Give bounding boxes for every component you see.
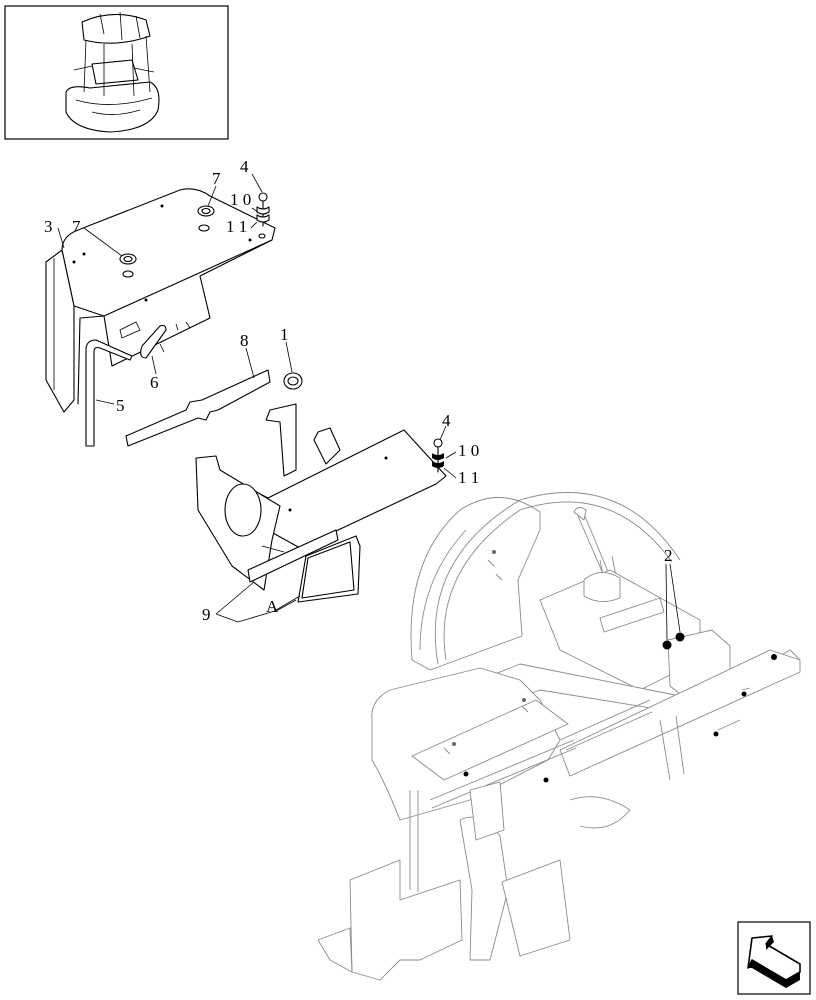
gasket-a (297, 535, 361, 603)
leader-lines (57, 173, 681, 641)
callout-a: A (266, 597, 279, 616)
callout-7-upper: 7 (212, 169, 221, 188)
grommet-7-lower (119, 253, 137, 265)
machine-overview-thumbnail (4, 5, 229, 140)
rod-5 (85, 339, 133, 447)
ring-1 (283, 372, 303, 390)
callout-labels: 4 7 1 0 1 1 3 7 8 1 6 5 4 1 0 1 1 2 9 A (44, 157, 673, 624)
callout-3: 3 (44, 217, 53, 236)
lever-6 (140, 324, 167, 359)
callout-11-upper: 1 1 (226, 217, 247, 236)
callout-9: 9 (202, 605, 211, 624)
bolt-stack-upper (256, 192, 270, 227)
callout-1: 1 (280, 325, 289, 344)
bracket-plate-9 (195, 403, 447, 591)
callout-11-lower: 1 1 (458, 468, 479, 487)
bolt-stack-lower (432, 438, 444, 473)
callout-8: 8 (240, 331, 249, 350)
machine-chassis-assembly (317, 492, 801, 981)
side-panel-cover (45, 188, 276, 413)
callout-6: 6 (150, 373, 159, 392)
grommet-7-upper (197, 205, 215, 217)
callout-7-lower: 7 (72, 217, 81, 236)
callout-4-upper: 4 (240, 157, 249, 176)
callout-2: 2 (664, 546, 673, 565)
callout-5: 5 (116, 396, 125, 415)
strip-8 (125, 369, 271, 447)
callout-10-upper: 1 0 (230, 190, 251, 209)
callout-4-lower: 4 (442, 411, 451, 430)
callout-10-lower: 1 0 (458, 441, 479, 460)
next-page-arrow-icon[interactable] (737, 921, 811, 995)
